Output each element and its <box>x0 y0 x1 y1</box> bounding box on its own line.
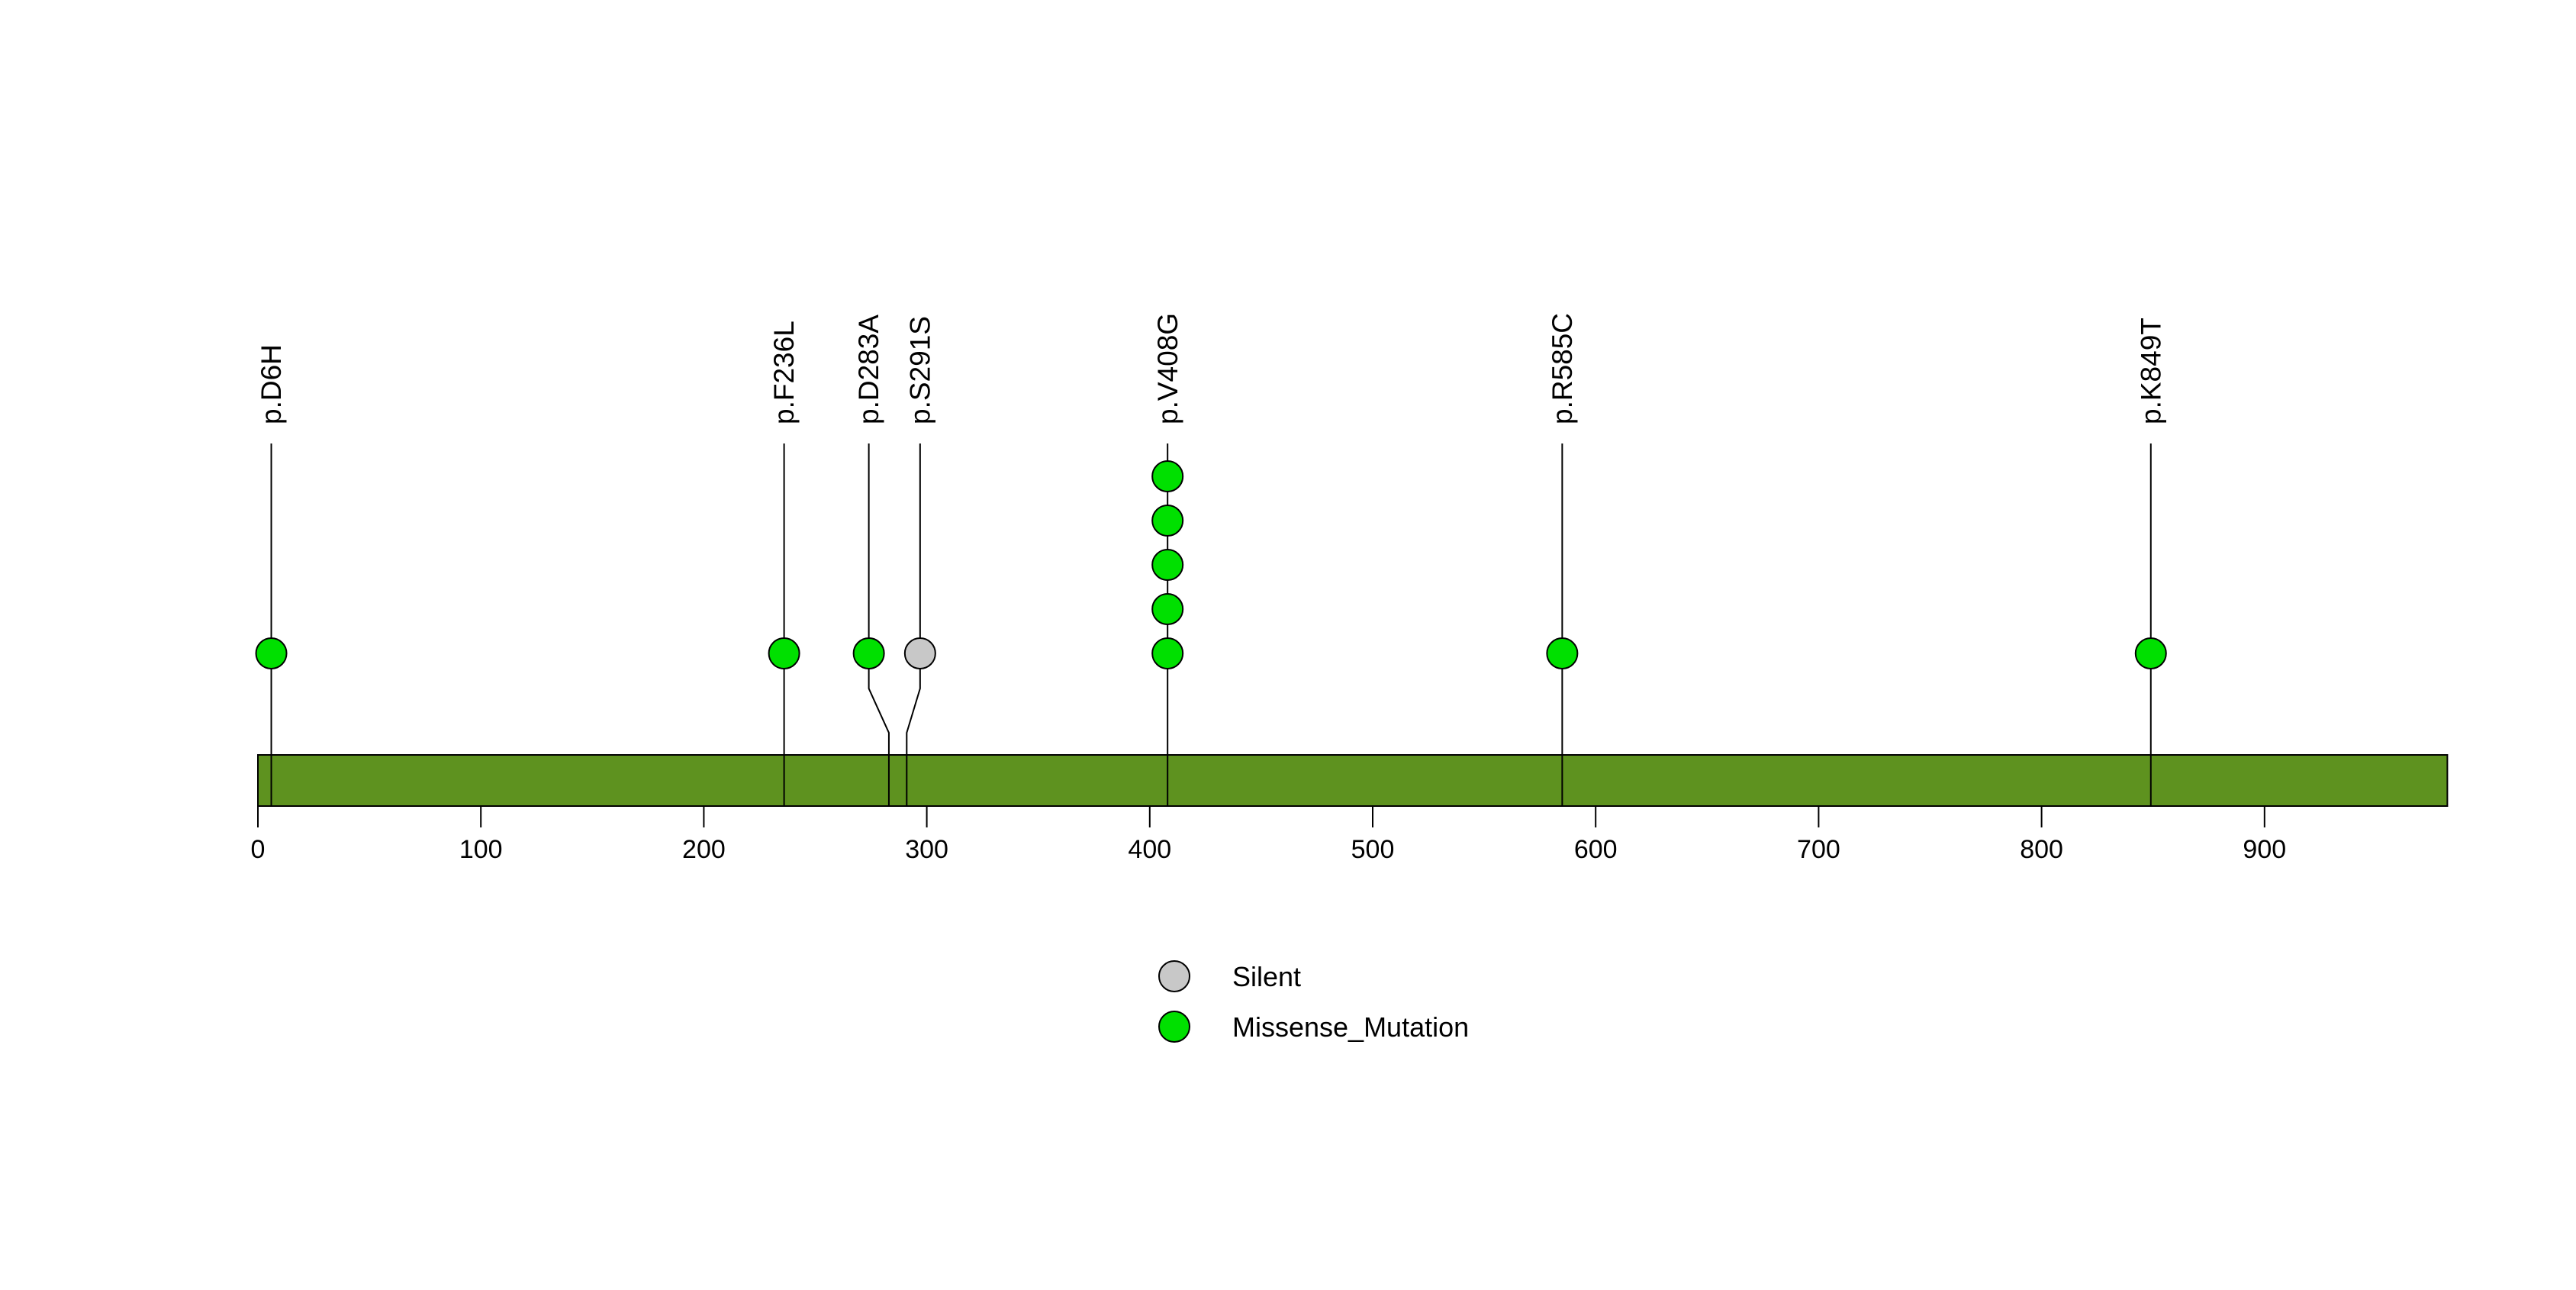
mutation-label: p.D283A <box>853 314 884 424</box>
legend-label-missense-mutation: Missense_Mutation <box>1232 1011 1469 1043</box>
mutation-circle <box>852 637 885 669</box>
mutation-circle <box>1151 505 1184 537</box>
mutation-circle <box>2134 637 2167 669</box>
axis-tick-label: 600 <box>1574 835 1618 864</box>
mutation-circle <box>903 637 936 669</box>
mutation-circle <box>1151 460 1184 492</box>
mutation-circle <box>1151 549 1184 581</box>
mutation-label: p.V408G <box>1152 313 1183 424</box>
mutation-stem <box>906 443 921 806</box>
protein-bar <box>257 754 2449 807</box>
mutation-label: p.F236L <box>768 321 800 424</box>
axis-tick-label: 300 <box>905 835 948 864</box>
axis-tick-label: 500 <box>1351 835 1395 864</box>
legend-swatch-silent <box>1158 960 1190 992</box>
axis-tick-label: 100 <box>459 835 503 864</box>
axis-tick-label: 0 <box>251 835 266 864</box>
mutation-label: p.S291S <box>904 316 935 424</box>
mutation-circle <box>255 637 288 669</box>
mutation-stem <box>868 443 890 806</box>
axis-tick-label: 700 <box>1797 835 1840 864</box>
mutation-label: p.R585C <box>1547 313 1578 424</box>
mutation-circle <box>1151 593 1184 625</box>
mutation-label: p.D6H <box>256 344 287 424</box>
axis-tick-label: 200 <box>682 835 726 864</box>
axis-tick-label: 400 <box>1128 835 1171 864</box>
legend-swatch-missense-mutation <box>1158 1011 1190 1043</box>
axis-tick-label: 900 <box>2243 835 2286 864</box>
legend-label-silent: Silent <box>1232 961 1301 992</box>
mutation-label: p.K849T <box>2135 318 2166 424</box>
mutation-circle <box>1151 637 1184 669</box>
mutation-circle <box>1546 637 1579 669</box>
axis-tick-label: 800 <box>2020 835 2063 864</box>
mutation-circle <box>768 637 800 669</box>
